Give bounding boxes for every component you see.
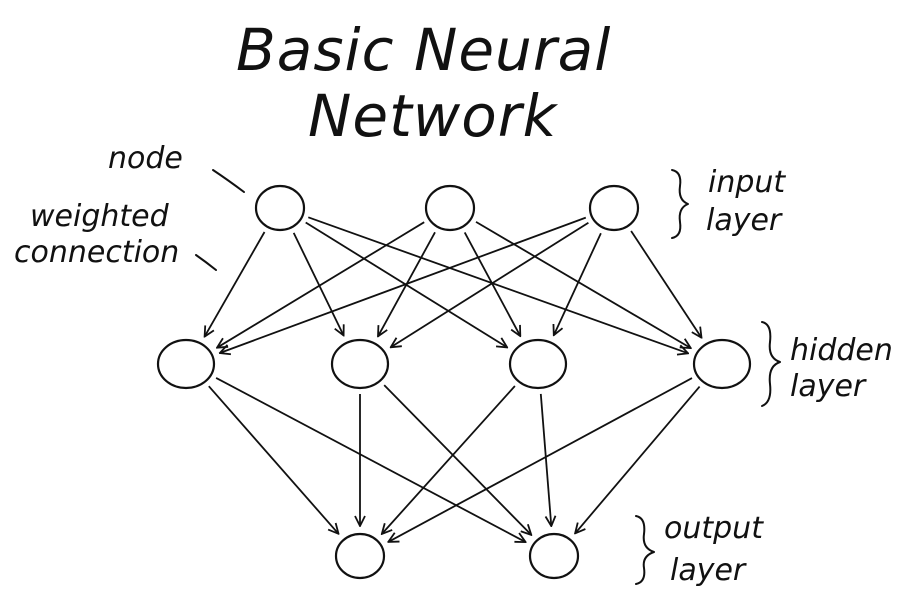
hidden-layer-label-line1: hidden — [790, 333, 893, 368]
hidden-node-3 — [508, 338, 568, 390]
input-layer-label-line1: input — [708, 165, 786, 200]
weighted-annotation-line1: weighted — [30, 199, 170, 234]
connection-hidden3-to-output1 — [382, 385, 516, 534]
connection-input2-to-hidden3 — [463, 231, 521, 336]
connection-input3-to-hidden3 — [554, 232, 602, 335]
connection-hidden1-to-output1 — [208, 385, 339, 534]
connection-input1-to-hidden4 — [307, 216, 688, 353]
input-node-2 — [424, 184, 476, 232]
connection-hidden4-to-output2 — [575, 386, 701, 534]
input-node-1 — [254, 184, 306, 232]
node-annotation: node — [108, 141, 183, 176]
hidden-node-4 — [692, 338, 752, 390]
connection-hidden2-to-output2 — [383, 384, 531, 535]
hidden-layer-label-line2: layer — [790, 369, 867, 404]
output-layer-label-line1: output — [664, 511, 764, 546]
input-layer-label-line2: layer — [706, 203, 783, 238]
connection-pointer — [195, 254, 217, 271]
node-pointer — [212, 169, 245, 193]
output-layer-brace — [635, 515, 655, 585]
connection-input3-to-hidden2 — [391, 221, 589, 348]
connection-input3-to-hidden1 — [220, 216, 587, 353]
connection-hidden3-to-output2 — [539, 393, 552, 526]
diagram-title-line2: Network — [308, 82, 559, 150]
connection-input1-to-hidden1 — [205, 231, 266, 337]
input-layer-brace — [671, 169, 689, 239]
output-layer-label-line2: layer — [670, 553, 747, 588]
connection-input3-to-hidden4 — [630, 230, 701, 338]
output-node-1 — [334, 532, 386, 580]
hidden-layer-brace — [761, 321, 781, 407]
connection-hidden1-to-output2 — [215, 377, 525, 542]
connection-input2-to-hidden4 — [475, 221, 691, 348]
output-node-2 — [528, 532, 580, 580]
diagram-title-line1: Basic Neural — [236, 16, 611, 84]
connections-group — [205, 216, 702, 542]
input-node-3 — [588, 184, 640, 232]
connection-input1-to-hidden2 — [292, 232, 344, 336]
hidden-node-2 — [330, 338, 390, 390]
connection-input2-to-hidden1 — [217, 221, 425, 348]
nodes-group — [156, 184, 752, 580]
hidden-node-1 — [156, 338, 216, 390]
connection-hidden4-to-output1 — [388, 377, 693, 542]
weighted-annotation-line2: connection — [14, 235, 179, 270]
